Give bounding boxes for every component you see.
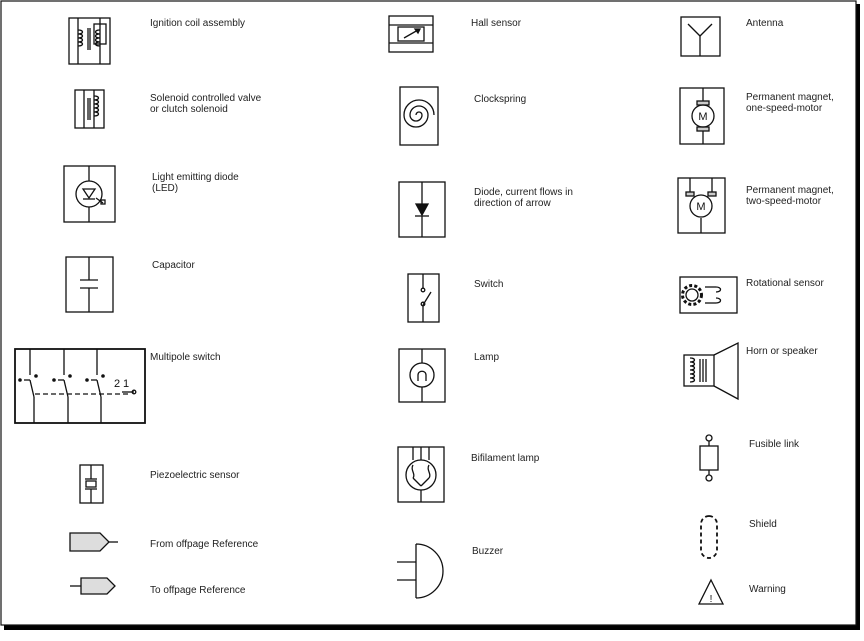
led-label-line1: Light emitting diode (152, 172, 239, 183)
ignition-coil-label: Ignition coil assembly (150, 18, 246, 29)
warning-icon (697, 578, 725, 605)
piezo-sensor-icon (79, 464, 104, 504)
shield-icon (700, 515, 718, 559)
clockspring-icon (399, 86, 439, 146)
diode-label-line1: Diode, current flows in (474, 187, 573, 198)
multipole-switch-label: Multipole switch (150, 352, 221, 363)
motor-letter-two-speed: M (696, 201, 705, 213)
switch-icon (407, 273, 440, 323)
to-offpage-reference-icon (70, 577, 116, 595)
multipole-position-1: 1 (123, 378, 129, 390)
led-icon (63, 165, 116, 223)
pm-two-speed-motor-icon (677, 177, 726, 234)
to-offpage-label: To offpage Reference (150, 585, 246, 596)
pm-two-speed-motor-label-line2: two-speed-motor (746, 196, 822, 207)
ignition-coil-icon (68, 17, 111, 65)
rotational-sensor-icon (679, 276, 738, 314)
switch-label: Switch (474, 279, 504, 290)
multipole-switch-icon (14, 348, 146, 424)
from-offpage-reference-icon (69, 532, 118, 552)
capacitor-icon (65, 256, 114, 313)
hall-sensor-label: Hall sensor (471, 18, 522, 29)
horn-speaker-icon (683, 341, 739, 401)
solenoid-valve-label-line1: Solenoid controlled valve (150, 93, 262, 104)
warning-label: Warning (749, 584, 786, 595)
fusible-link-label: Fusible link (749, 439, 800, 450)
led-label-line2: (LED) (152, 183, 179, 194)
bifilament-lamp-icon (397, 446, 445, 503)
pm-one-speed-motor-label-line2: one-speed-motor (746, 103, 823, 114)
diode-icon (398, 181, 446, 238)
shield-label: Shield (749, 519, 777, 530)
pm-two-speed-motor-label-line1: Permanent magnet, (746, 185, 834, 196)
pm-one-speed-motor-icon (679, 87, 725, 145)
multipole-position-2: 2 (114, 378, 120, 390)
buzzer-label: Buzzer (472, 546, 504, 557)
solenoid-valve-icon (74, 89, 105, 129)
bifilament-lamp-label: Bifilament lamp (471, 453, 540, 464)
pm-one-speed-motor-label-line1: Permanent magnet, (746, 92, 834, 103)
motor-letter-one-speed: M (698, 111, 707, 123)
horn-speaker-label: Horn or speaker (746, 346, 818, 357)
lamp-label: Lamp (474, 352, 500, 363)
diode-label-line2: direction of arrow (474, 198, 551, 209)
antenna-icon (680, 16, 721, 57)
piezo-sensor-label: Piezoelectric sensor (150, 470, 240, 481)
lamp-icon (398, 348, 446, 403)
solenoid-valve-label-line2: or clutch solenoid (150, 104, 228, 115)
warning-mark: ! (710, 594, 713, 605)
capacitor-label: Capacitor (152, 260, 195, 271)
clockspring-label: Clockspring (474, 94, 527, 105)
hall-sensor-icon (388, 15, 434, 53)
buzzer-icon (397, 543, 444, 599)
antenna-label: Antenna (746, 18, 784, 29)
rotational-sensor-label: Rotational sensor (746, 278, 824, 289)
fusible-link-icon (699, 434, 719, 482)
from-offpage-label: From offpage Reference (150, 539, 259, 550)
